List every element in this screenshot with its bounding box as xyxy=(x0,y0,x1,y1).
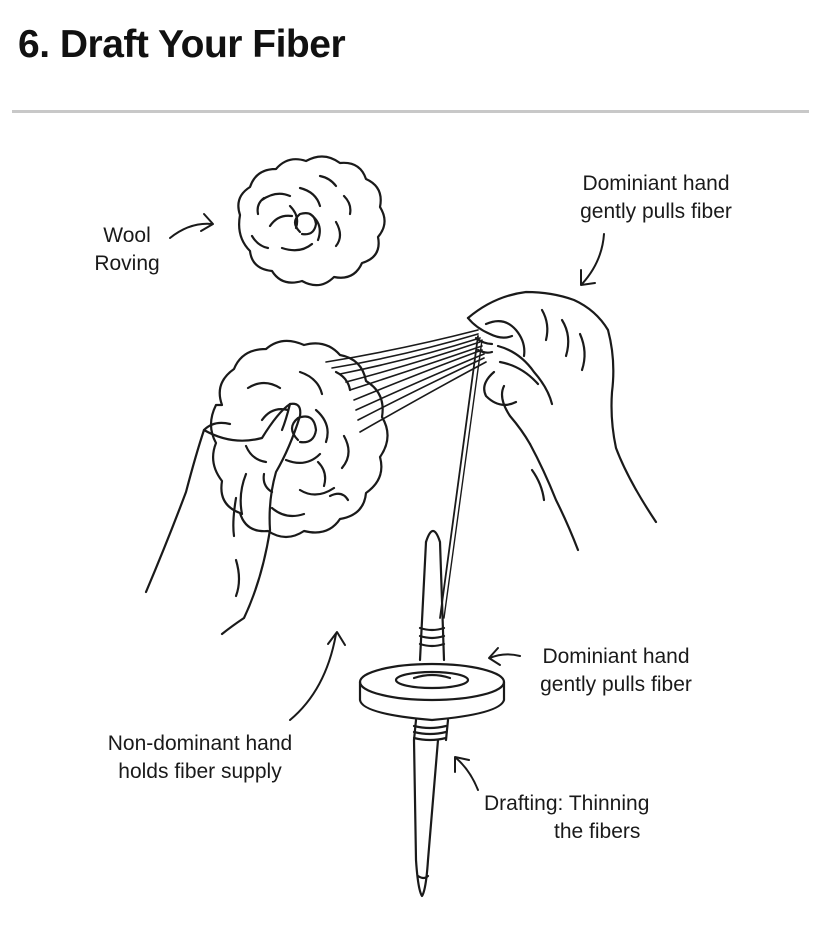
hand-icon xyxy=(466,290,658,552)
arrow-icon xyxy=(454,756,479,791)
arrow-icon xyxy=(169,213,214,239)
label-non-dominant-hand: Non-dominant hand holds fiber supply xyxy=(107,732,293,783)
drop-spindle-icon xyxy=(358,529,506,898)
title-divider xyxy=(12,110,809,113)
label-drafting: Drafting: Thinning the fibers xyxy=(484,792,650,843)
drafted-fibers xyxy=(325,329,487,433)
label-dominant-hand-spindle: Dominiant hand gently pulls fiber xyxy=(540,645,692,696)
held-roving-icon xyxy=(209,339,389,539)
hand-icon xyxy=(144,402,302,636)
page-title: 6. Draft Your Fiber xyxy=(18,23,346,66)
arrow-icon xyxy=(580,233,605,286)
label-wool-roving: Wool Roving xyxy=(94,224,160,275)
arrow-icon xyxy=(289,631,346,721)
arrow-icon xyxy=(488,647,521,666)
wool-roving-icon xyxy=(237,155,386,287)
label-dominant-hand-top: Dominiant hand gently pulls fiber xyxy=(580,172,732,223)
